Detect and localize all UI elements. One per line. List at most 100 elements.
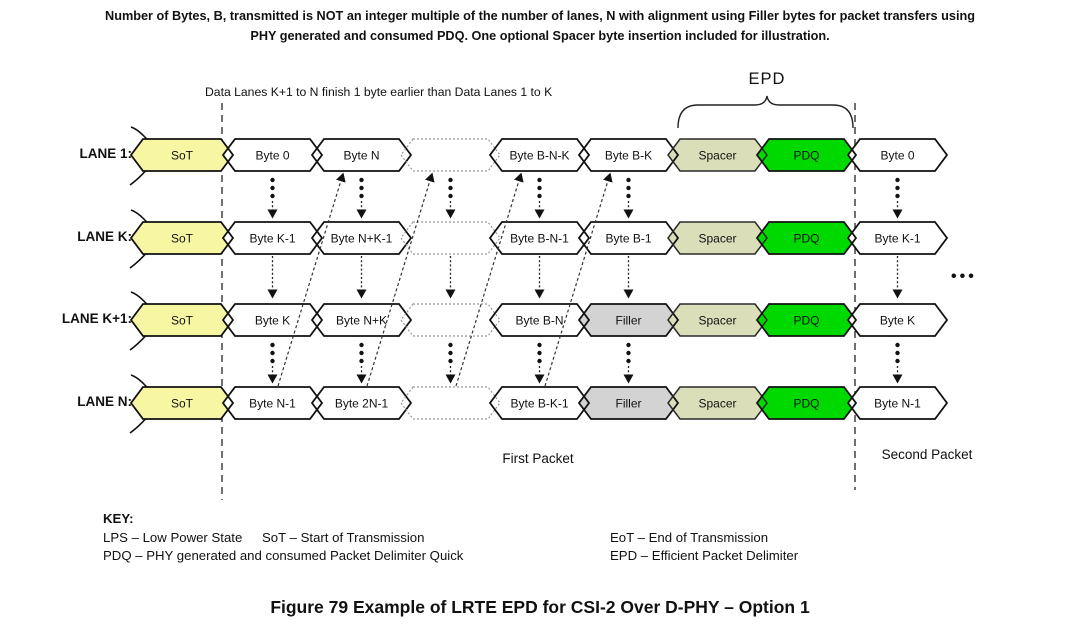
cell-label: Byte B-1 bbox=[605, 232, 651, 246]
lane-wrap-arrow bbox=[277, 172, 346, 387]
cell-outline bbox=[400, 138, 501, 172]
ellipsis-dot bbox=[448, 350, 453, 356]
cell-spacer bbox=[668, 222, 767, 254]
ellipsis-dot bbox=[448, 185, 453, 191]
cell-byte bbox=[223, 387, 322, 419]
cell-sot bbox=[131, 387, 233, 419]
key-lps: LPS – Low Power State bbox=[103, 530, 243, 545]
ellipsis-dot bbox=[537, 177, 542, 183]
cell-outline bbox=[129, 303, 235, 337]
cell-gap bbox=[401, 222, 500, 254]
ellipsis-dot bbox=[270, 342, 275, 348]
lanes-finish-note: Data Lanes K+1 to N finish 1 byte earlie… bbox=[205, 85, 553, 99]
ellipsis-dot bbox=[626, 193, 631, 199]
cell-outline bbox=[667, 138, 768, 172]
ellipsis-dot bbox=[537, 358, 542, 364]
ellipsis-dot bbox=[270, 350, 275, 356]
cell-label: SoT bbox=[171, 397, 194, 411]
cell-byte bbox=[223, 222, 322, 254]
cell-outline bbox=[221, 386, 324, 420]
cell-outline bbox=[129, 221, 235, 255]
cell-outline bbox=[577, 221, 680, 255]
cell-outline bbox=[221, 303, 324, 337]
ellipsis-dot bbox=[359, 350, 364, 356]
more-lanes-ellipsis: ••• bbox=[951, 268, 977, 285]
cell-byte bbox=[490, 139, 589, 171]
cell-label: Byte N bbox=[343, 149, 379, 163]
cell-label: Byte B-K bbox=[605, 149, 652, 163]
cell-outline bbox=[129, 386, 235, 420]
cell-byte bbox=[312, 304, 411, 336]
ellipsis-dot bbox=[270, 193, 275, 199]
cell-byte bbox=[490, 304, 589, 336]
cell-pdq bbox=[757, 222, 856, 254]
cell-spacer bbox=[668, 139, 767, 171]
cell-outline bbox=[755, 303, 858, 337]
key-eot: EoT – End of Transmission bbox=[610, 530, 769, 545]
ellipsis-dot bbox=[626, 185, 631, 191]
cell-outline bbox=[129, 138, 235, 172]
cell-label: Byte B-N-1 bbox=[510, 232, 569, 246]
cell-byte bbox=[579, 139, 678, 171]
cell-label: PDQ bbox=[793, 397, 819, 411]
cell-gap bbox=[401, 304, 500, 336]
ellipsis-dot bbox=[626, 358, 631, 364]
cell-outline bbox=[846, 303, 949, 337]
ellipsis-dot bbox=[270, 185, 275, 191]
cell-spacer bbox=[668, 387, 767, 419]
cell-outline bbox=[400, 386, 501, 420]
cell-label: Spacer bbox=[698, 149, 736, 163]
cell-spacer bbox=[668, 304, 767, 336]
key-pdq: PDQ – PHY generated and consumed Packet … bbox=[103, 548, 464, 563]
cell-outline bbox=[488, 386, 591, 420]
cell-byte bbox=[223, 139, 322, 171]
cell-label: Spacer bbox=[698, 397, 736, 411]
cell-label: Byte K bbox=[880, 314, 915, 328]
key-sot: SoT – Start of Transmission bbox=[262, 530, 425, 545]
cell-label: Byte B-N bbox=[515, 314, 563, 328]
cell-outline bbox=[667, 221, 768, 255]
ellipsis-dot bbox=[359, 342, 364, 348]
cell-gap bbox=[401, 387, 500, 419]
cell-pdq bbox=[757, 304, 856, 336]
ellipsis-dot bbox=[359, 185, 364, 191]
cell-byte bbox=[490, 222, 589, 254]
ellipsis-dot bbox=[359, 193, 364, 199]
cell-label: Byte N+K-1 bbox=[331, 232, 393, 246]
cell-outline bbox=[221, 138, 324, 172]
cell-byte bbox=[848, 139, 947, 171]
lane-n-label: LANE N: bbox=[77, 394, 132, 409]
cell-outline bbox=[577, 138, 680, 172]
cell-outline bbox=[667, 386, 768, 420]
cell-label: Spacer bbox=[698, 232, 736, 246]
cell-outline bbox=[577, 303, 680, 337]
cell-sot bbox=[131, 304, 233, 336]
ellipsis-dot bbox=[626, 350, 631, 356]
cell-label: SoT bbox=[171, 232, 194, 246]
cell-label: PDQ bbox=[793, 314, 819, 328]
figure-caption: Figure 79 Example of LRTE EPD for CSI-2 … bbox=[270, 597, 810, 617]
cell-filler bbox=[579, 304, 678, 336]
cell-outline bbox=[488, 138, 591, 172]
lane-k1-label: LANE K+1: bbox=[61, 311, 132, 326]
cell-label: Byte K-1 bbox=[249, 232, 295, 246]
cell-label: Byte K-1 bbox=[874, 232, 920, 246]
cell-label: Byte N-1 bbox=[249, 397, 296, 411]
cell-byte bbox=[579, 222, 678, 254]
ellipsis-dot bbox=[448, 193, 453, 199]
cell-label: PDQ bbox=[793, 232, 819, 246]
cell-label: Spacer bbox=[698, 314, 736, 328]
cell-outline bbox=[488, 221, 591, 255]
cell-label: Byte N+K bbox=[336, 314, 387, 328]
ellipsis-dot bbox=[448, 177, 453, 183]
cell-outline bbox=[667, 303, 768, 337]
lane-wrap-arrow bbox=[455, 172, 524, 387]
cell-byte bbox=[312, 387, 411, 419]
cell-label: Byte B-N-K bbox=[509, 149, 569, 163]
cell-outline bbox=[755, 221, 858, 255]
ellipsis-dot bbox=[359, 358, 364, 364]
ellipsis-dot bbox=[895, 177, 900, 183]
cell-byte bbox=[490, 387, 589, 419]
